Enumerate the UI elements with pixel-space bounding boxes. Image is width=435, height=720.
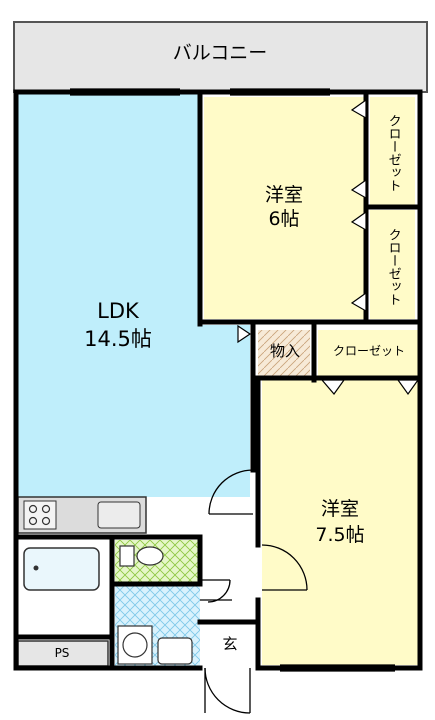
- storage-label: 物入: [269, 342, 300, 360]
- ldk-size-label: 14.5帖: [84, 327, 152, 351]
- burner-icon: [41, 516, 51, 526]
- room2-size-label: 7.5帖: [315, 524, 365, 546]
- stove: [23, 500, 57, 530]
- washing-machine: [117, 625, 153, 665]
- kitchen-sink: [97, 501, 141, 529]
- drain-icon: [33, 565, 39, 571]
- windows: [70, 88, 395, 672]
- closet-mid-label: クローゼット: [332, 344, 405, 358]
- ldk-label: LDK: [97, 299, 139, 323]
- burner-icon: [41, 504, 51, 514]
- closet-upper-area: [370, 97, 415, 205]
- ldk-area: [18, 94, 250, 497]
- bathtub: [23, 547, 100, 591]
- door-swings: [200, 469, 308, 714]
- burner-icon: [28, 504, 38, 514]
- toilet-tank: [119, 545, 135, 567]
- closet-markers: [237, 98, 420, 396]
- balcony-label: バルコニー: [172, 42, 268, 64]
- toilet-bowl: [136, 546, 164, 566]
- washbasin: [157, 637, 193, 665]
- burner-icon: [28, 516, 38, 526]
- closet-upper-label: クローゼット: [385, 114, 401, 192]
- washer-drum: [122, 632, 148, 658]
- entrance-label: 玄: [222, 635, 238, 653]
- closet-mid-area: [318, 330, 419, 376]
- ps-label: PS: [54, 646, 70, 660]
- room1-size-label: 6帖: [268, 208, 300, 230]
- western-room-lower: [262, 380, 419, 665]
- walls: [13, 89, 423, 671]
- room1-label: 洋室: [264, 184, 303, 206]
- balcony-area: [13, 21, 428, 93]
- closet-lower-area: [370, 210, 415, 319]
- room2-label: 洋室: [320, 498, 359, 520]
- storage-area: [258, 330, 310, 376]
- western-room-upper: [204, 97, 366, 319]
- entrance-area: [205, 624, 257, 668]
- closet-lower-label: クローゼット: [385, 228, 401, 306]
